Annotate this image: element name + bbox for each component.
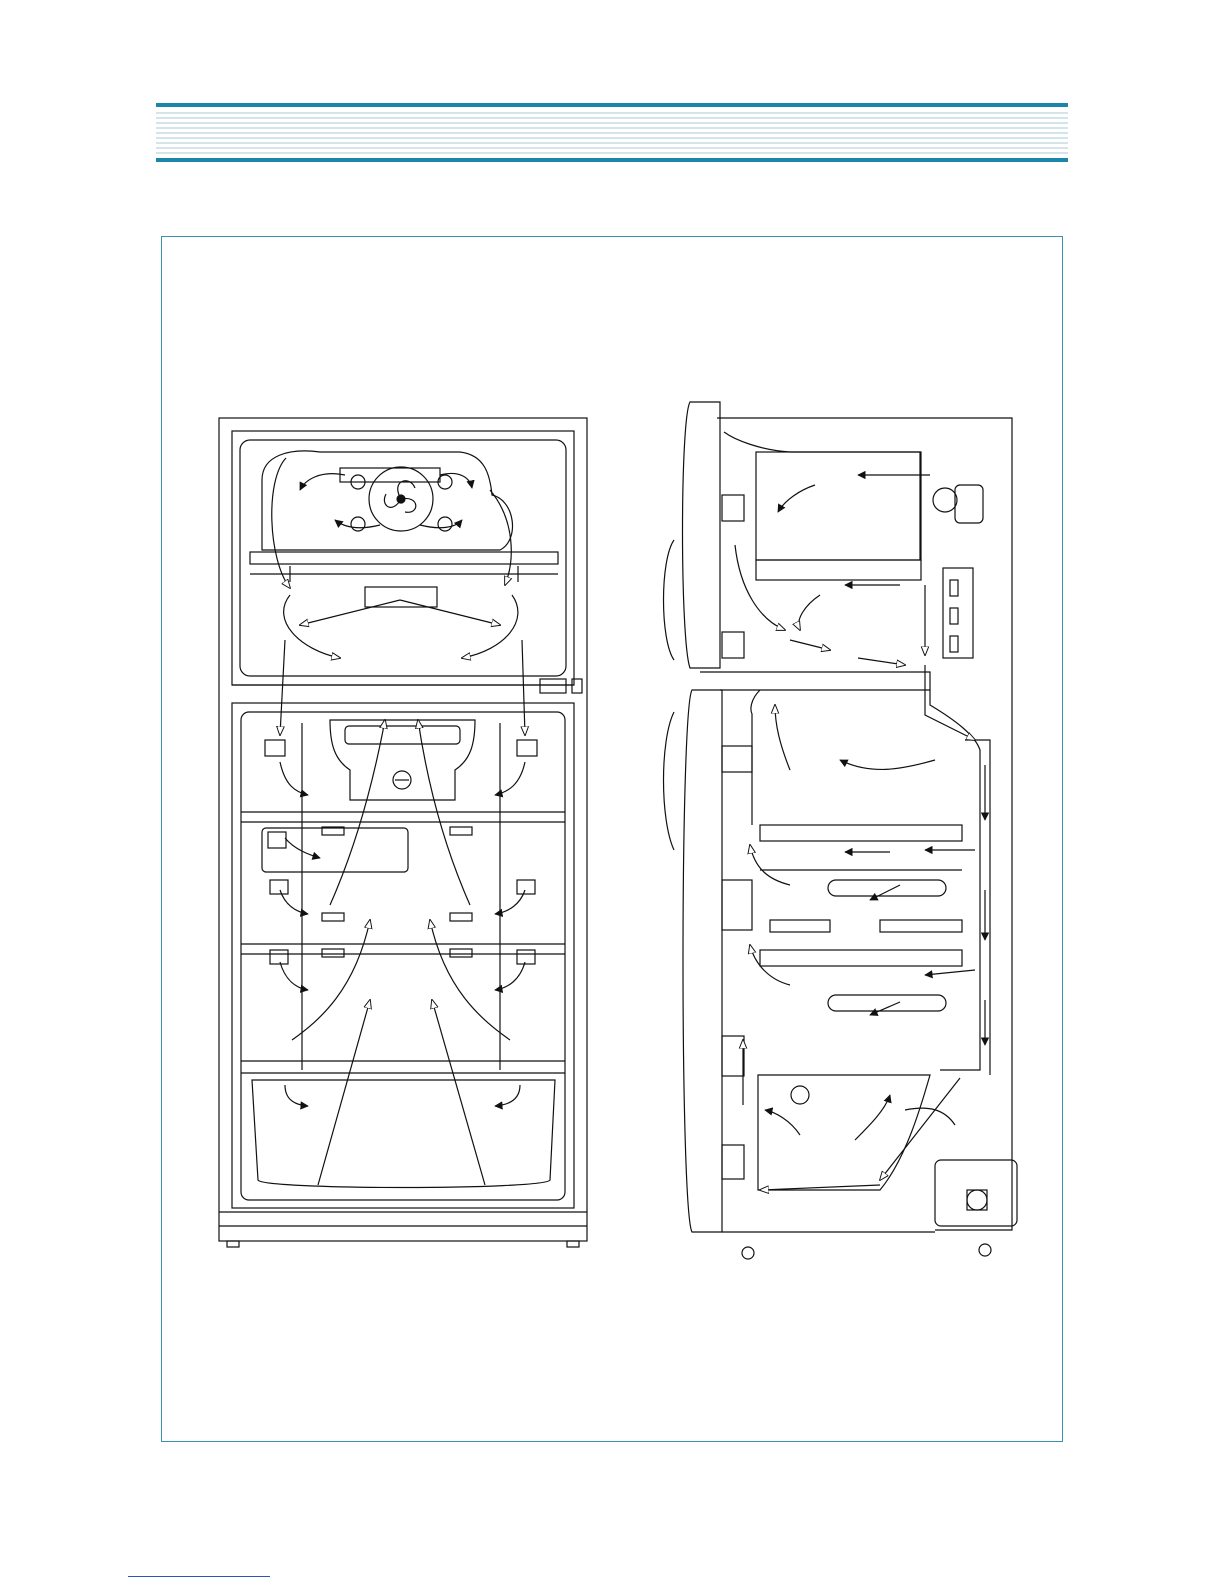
footer-link-rule <box>128 1576 270 1577</box>
side-view <box>664 402 1018 1259</box>
side-view-airflow-arrows <box>735 475 985 1190</box>
